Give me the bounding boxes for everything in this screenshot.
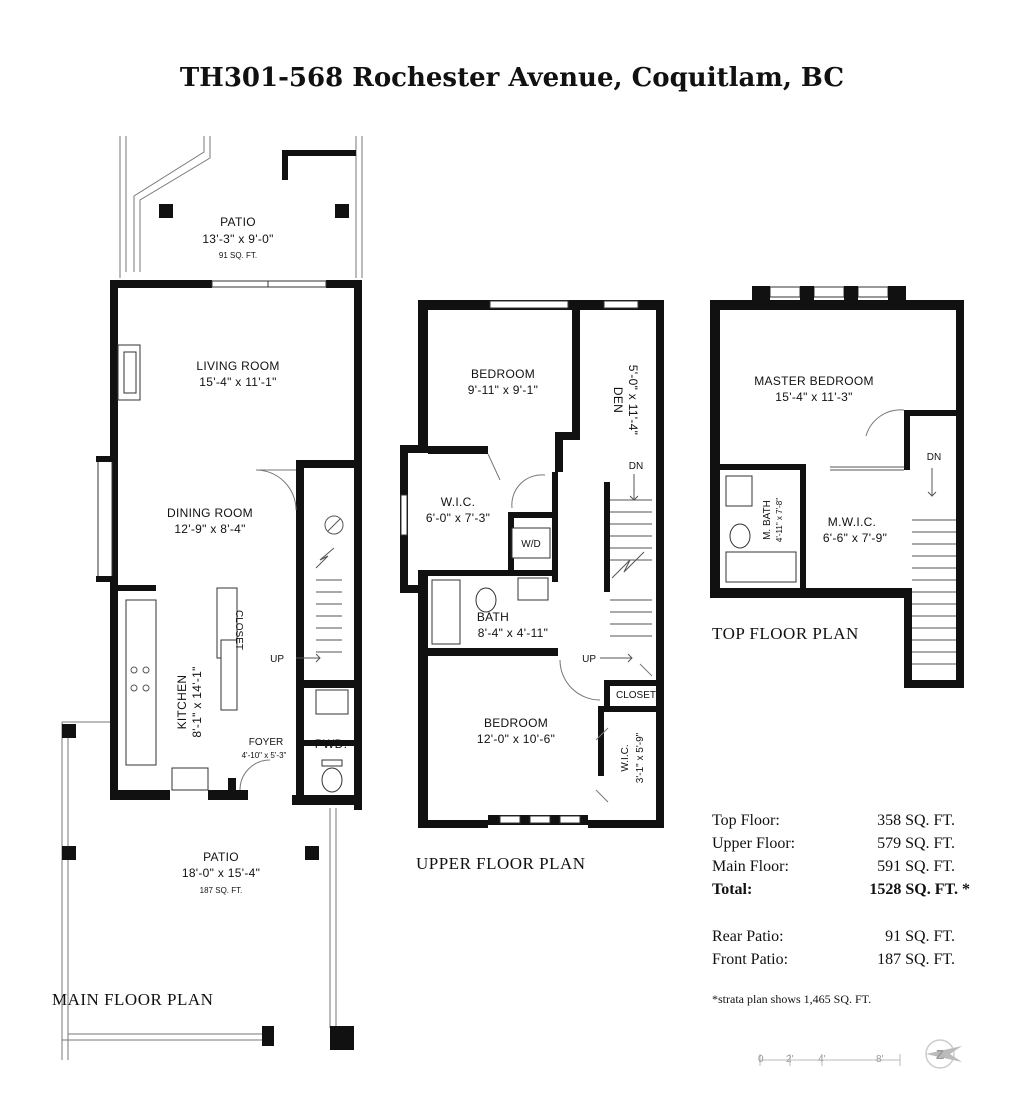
wic2-dims: 3'-1" x 5'-9"	[635, 732, 646, 783]
rear-patio-dims: 13'-3" x 9'-0"	[202, 232, 273, 246]
svg-text:Z: Z	[936, 1047, 944, 1062]
master-bedroom-name: MASTER BEDROOM	[754, 374, 874, 388]
kitchen-sink	[171, 767, 209, 791]
scale-tick-2: 2'	[786, 1054, 794, 1065]
m-bath-name: M. BATH	[762, 500, 773, 540]
kitchen-counter	[125, 599, 157, 766]
north-arrow-icon: Z	[925, 1039, 962, 1069]
bath-name: BATH	[477, 610, 509, 624]
strata-note: *strata plan shows 1,465 SQ. FT.	[712, 992, 871, 1006]
area-top-floor-label: Top Floor:	[712, 812, 780, 829]
scale-tick-8: 8'	[876, 1054, 884, 1065]
wic1-name: W.I.C.	[441, 495, 475, 509]
kitchen-dims: 8'-1" x 14'-1"	[190, 666, 204, 737]
scale-bar: 0 2' 4' 8'	[758, 1054, 901, 1066]
top-floor-plan-title: TOP FLOOR PLAN	[712, 624, 859, 643]
m-wic-dims: 6'-6" x 7'-9"	[823, 531, 887, 545]
pwd-name: PWD.	[315, 737, 348, 751]
upper-floor-plan-title: UPPER FLOOR PLAN	[416, 854, 586, 873]
front-patio-area: 187 SQ. FT.	[200, 886, 243, 895]
main-floor-plan-title: MAIN FLOOR PLAN	[52, 990, 213, 1009]
main-wall-west	[110, 280, 118, 798]
kitchen-name: KITCHEN	[175, 675, 189, 730]
scale-tick-0: 0	[758, 1054, 764, 1065]
dining-room-dims: 12'-9" x 8'-4"	[174, 522, 245, 536]
foyer-name: FOYER	[249, 737, 283, 748]
m-bath-dims: 4'-11" x 7'-8"	[775, 498, 784, 542]
wd-name: W/D	[521, 539, 540, 550]
wic2-name: W.I.C.	[620, 744, 631, 771]
main-stair-up: UP	[270, 654, 284, 665]
bedroom1-name: BEDROOM	[471, 367, 535, 381]
m-wic-name: M.W.I.C.	[828, 515, 876, 529]
foyer-dims: 4'-10" x 5'-3"	[242, 751, 287, 760]
bedroom2-dims: 12'-0" x 10'-6"	[477, 732, 555, 746]
scale-tick-4: 4'	[818, 1054, 826, 1065]
bedroom2-name: BEDROOM	[484, 716, 548, 730]
front-patio-railing	[61, 721, 354, 1060]
main-closet-name: CLOSET	[233, 610, 244, 650]
upper-bath-sink	[517, 577, 549, 601]
living-room-dims: 15'-4" x 11'-1"	[199, 375, 276, 389]
m-bath-tub	[725, 551, 797, 583]
rear-patio-value: 91 SQ. FT.	[885, 928, 955, 945]
living-room-name: LIVING ROOM	[196, 359, 279, 373]
upper-stair-up: UP	[582, 654, 596, 665]
area-top-floor-value: 358 SQ. FT.	[877, 812, 955, 829]
front-patio-name: PATIO	[203, 850, 239, 864]
rear-patio-railing	[119, 136, 363, 278]
front-patio-dims: 18'-0" x 15'-4"	[182, 866, 260, 880]
area-total-value: 1528 SQ. FT. *	[869, 881, 970, 898]
main-floor-plan: PATIO 13'-3" x 9'-0" 91 SQ. FT. LIVING R…	[52, 136, 363, 1060]
area-total-label: Total:	[712, 881, 752, 898]
area-upper-floor-value: 579 SQ. FT.	[877, 835, 955, 852]
rear-patio-area: 91 SQ. FT.	[219, 251, 257, 260]
m-bath-sink	[725, 475, 753, 507]
bath-dims: 8'-4" x 4'-11"	[478, 626, 548, 640]
upper-toilet	[475, 587, 497, 613]
upper-stair-dn: DN	[629, 461, 643, 472]
den-dims: 5'-0" x 11'-4"	[626, 365, 640, 435]
top-staircase	[912, 468, 956, 665]
area-main-floor-label: Main Floor:	[712, 858, 789, 875]
pwd-sink	[315, 689, 349, 715]
upper-closet-name: CLOSET	[616, 690, 656, 701]
top-stair-dn: DN	[927, 452, 941, 463]
area-main-floor-value: 591 SQ. FT.	[877, 858, 955, 875]
master-bedroom-dims: 15'-4" x 11'-3"	[775, 390, 852, 404]
dining-room-name: DINING ROOM	[167, 506, 253, 520]
front-patio-value: 187 SQ. FT.	[877, 951, 955, 968]
area-upper-floor-label: Upper Floor:	[712, 835, 795, 852]
upper-bathtub	[431, 579, 461, 645]
bedroom1-dims: 9'-11" x 9'-1"	[468, 383, 538, 397]
upper-staircase	[604, 474, 652, 637]
rear-patio-label: Rear Patio:	[712, 928, 784, 945]
wic1-dims: 6'-0" x 7'-3"	[426, 511, 490, 525]
area-summary: Top Floor: 358 SQ. FT. Upper Floor: 579 …	[712, 812, 970, 1006]
m-bath-toilet	[729, 523, 751, 549]
rear-patio-name: PATIO	[220, 215, 256, 229]
upper-floor-plan: BEDROOM 9'-11" x 9'-1" DEN 5'-0" x 11'-4…	[400, 300, 664, 873]
main-staircase	[315, 515, 344, 653]
pwd-toilet	[321, 767, 343, 793]
top-floor-plan: MASTER BEDROOM 15'-4" x 11'-3" M. BATH 4…	[710, 286, 964, 688]
front-patio-label: Front Patio:	[712, 951, 788, 968]
den-name: DEN	[611, 387, 625, 413]
page-title: TH301-568 Rochester Avenue, Coquitlam, B…	[180, 63, 844, 93]
